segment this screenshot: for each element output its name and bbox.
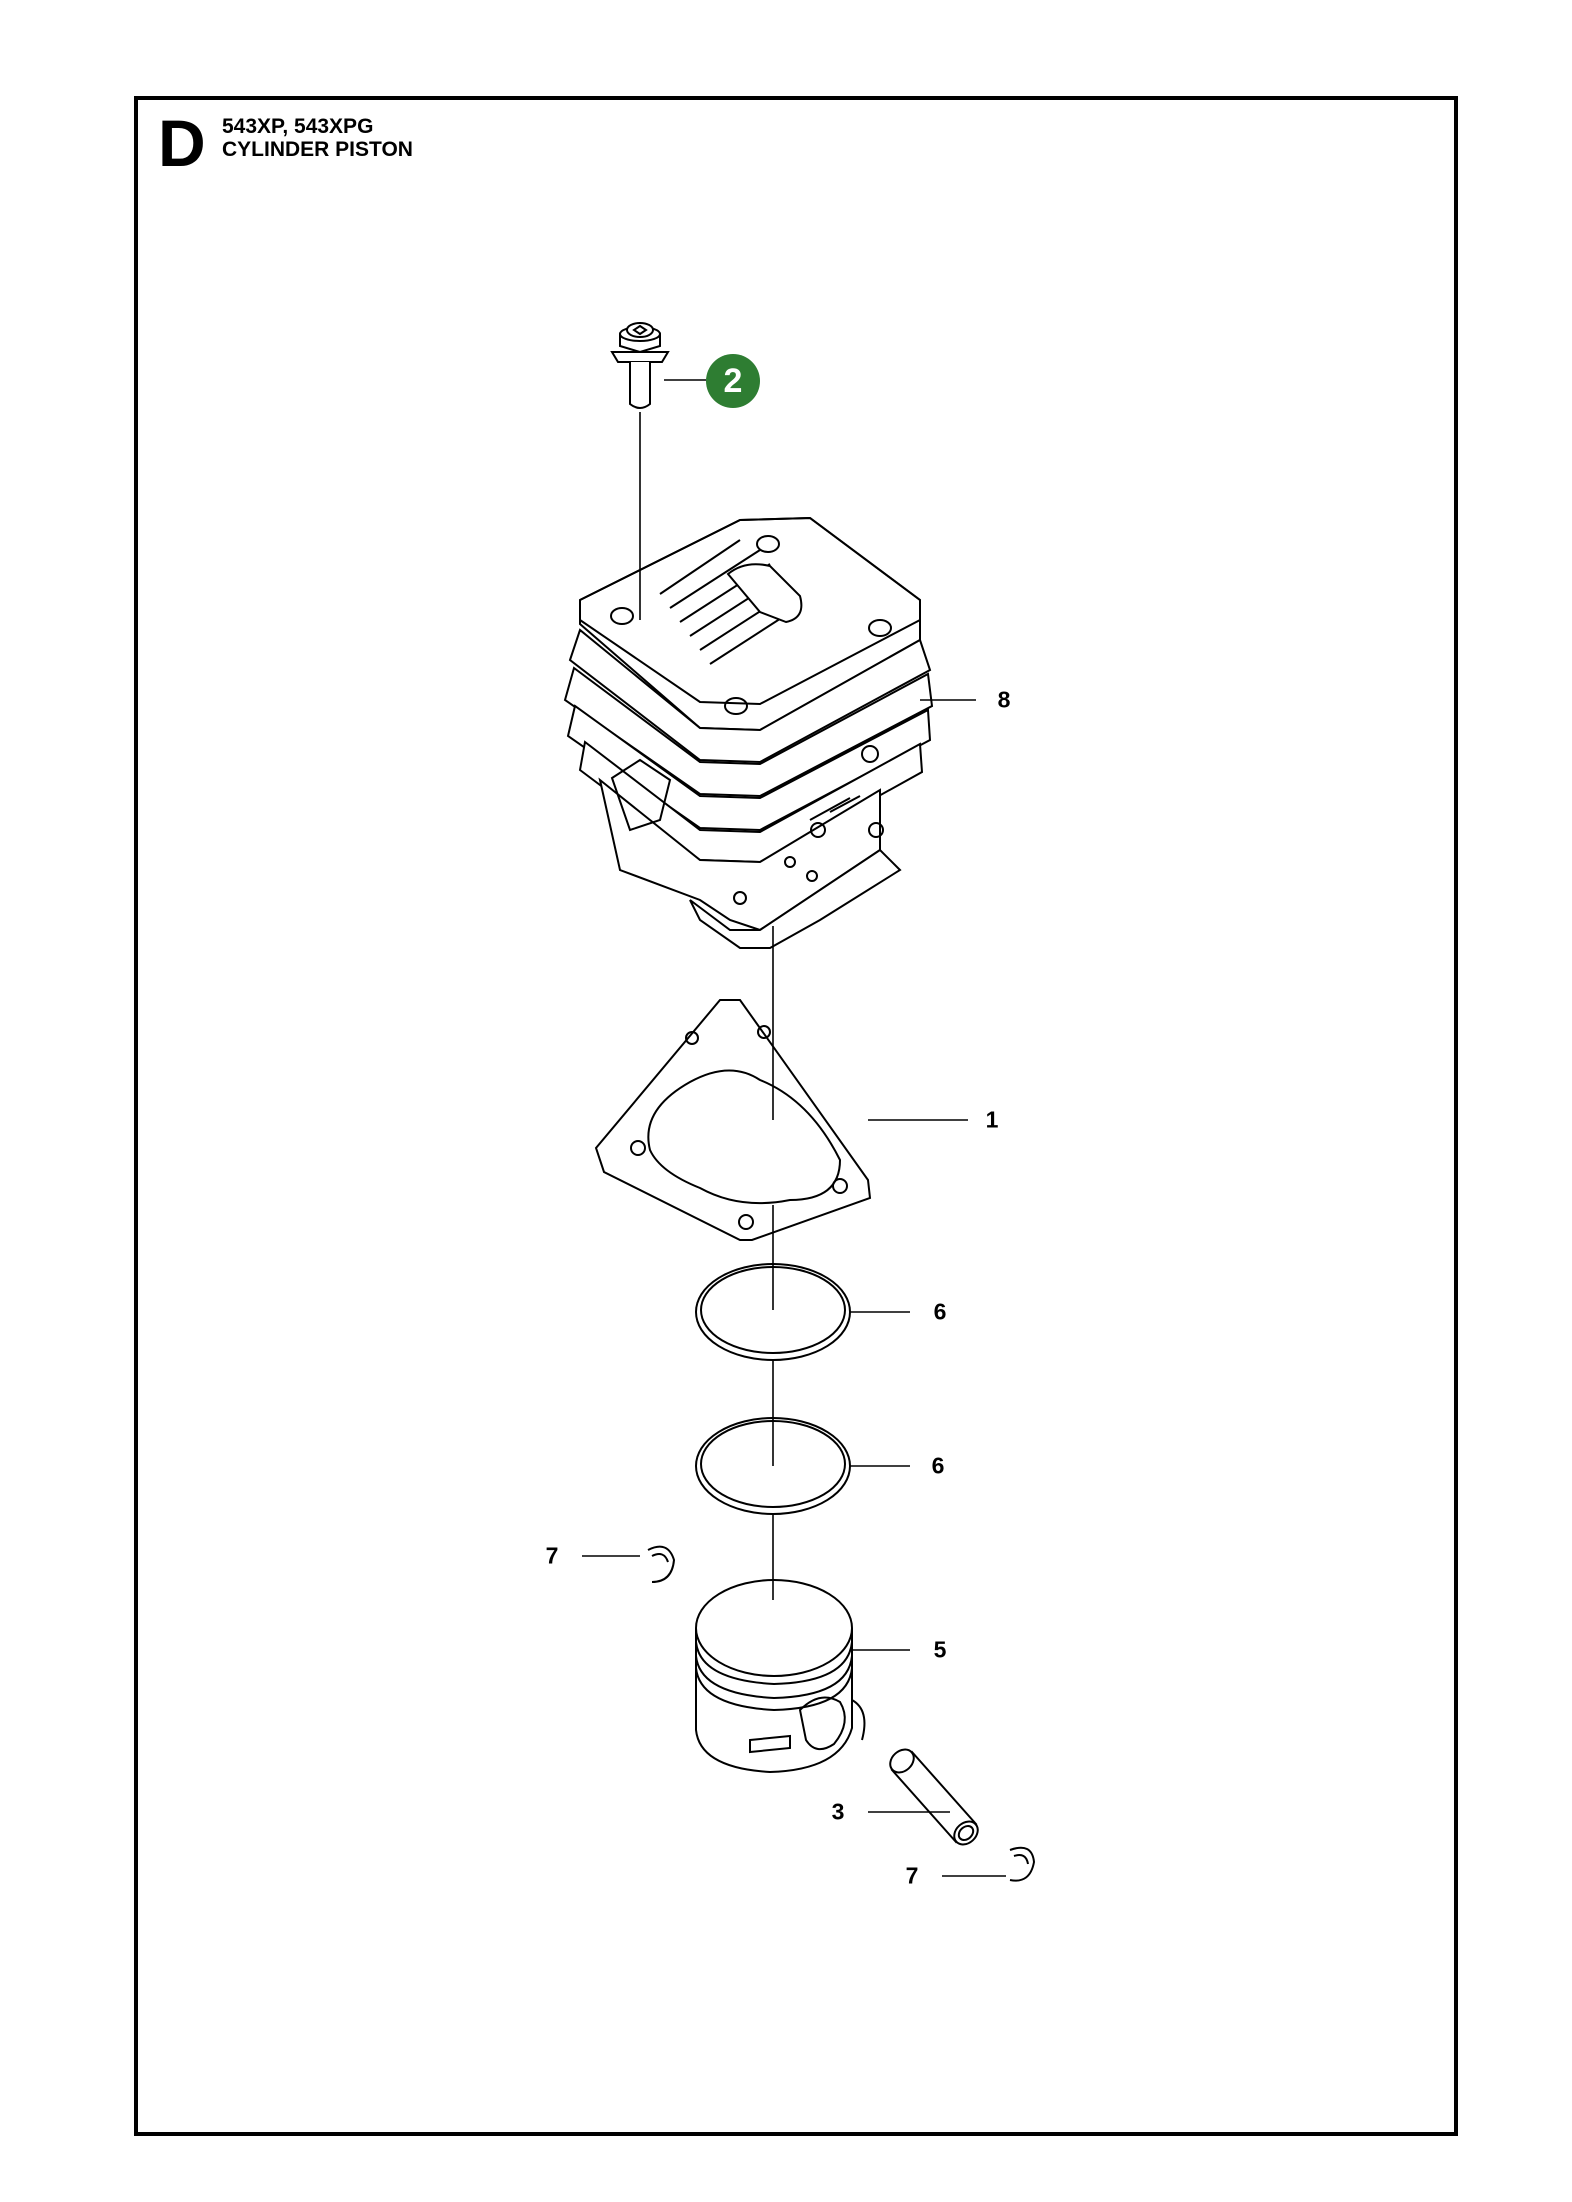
callout-leader-lines [582, 379, 1006, 1877]
circlip-right-part [1009, 1846, 1036, 1882]
assembly-axis-lines [639, 412, 774, 1600]
callout-gasket: 1 [985, 1106, 999, 1133]
piston-part [695, 1579, 866, 1774]
page-frame [134, 96, 1458, 2136]
gasket-part [594, 999, 872, 1241]
callout-circlip-right: 7 [905, 1862, 919, 1889]
callout-piston-ring-upper: 6 [933, 1298, 947, 1325]
section-letter: D [158, 106, 206, 180]
callout-piston-pin: 3 [831, 1798, 845, 1825]
highlighted-part-badge: 2 [706, 354, 760, 408]
bolt-part [610, 322, 670, 409]
callout-piston-ring-lower: 6 [931, 1452, 945, 1479]
circlip-left-part [647, 1545, 676, 1583]
model-names: 543XP, 543XPG [222, 115, 374, 138]
callout-cylinder: 8 [997, 686, 1011, 713]
diagram-subtitle: CYLINDER PISTON [222, 138, 413, 161]
piston-pin-part [889, 1748, 979, 1846]
cylinder-part [563, 516, 934, 949]
callout-piston: 5 [933, 1636, 947, 1663]
callout-circlip-left: 7 [545, 1542, 559, 1569]
